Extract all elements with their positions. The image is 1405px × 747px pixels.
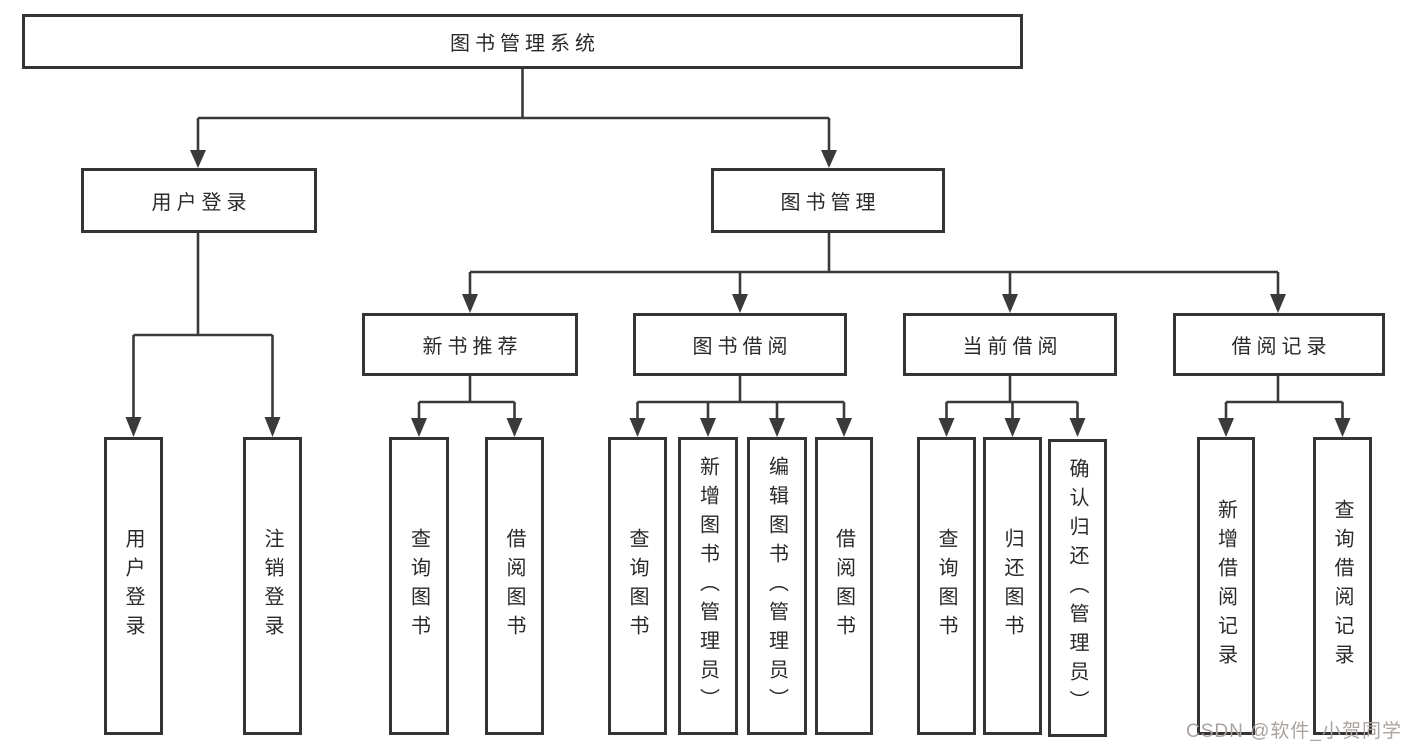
node-leaf-current-return-label: 归还图书 [1001, 528, 1023, 644]
node-leaf-borrow-borrow: 借阅图书 [815, 437, 873, 735]
node-leaf-newbook-borrow-label: 借阅图书 [503, 528, 525, 644]
node-leaf-newbook-borrow: 借阅图书 [485, 437, 544, 735]
node-leaf-record-add-label: 新增借阅记录 [1214, 499, 1237, 673]
node-leaf-current-query-label: 查询图书 [935, 528, 957, 644]
node-book-borrow: 图书借阅 [633, 313, 847, 376]
node-leaf-current-confirm: 确认归还（管理员） [1048, 439, 1107, 737]
node-leaf-newbook-query-label: 查询图书 [407, 528, 430, 644]
node-leaf-record-add: 新增借阅记录 [1197, 437, 1255, 735]
node-leaf-user-login-label: 用户登录 [122, 528, 144, 644]
node-leaf-borrow-add-label: 新增图书（管理员） [696, 455, 719, 717]
node-leaf-current-confirm-label: 确认归还（管理员） [1066, 457, 1088, 719]
node-current-borrow-label: 当前借阅 [962, 336, 1063, 358]
node-leaf-borrow-add: 新增图书（管理员） [678, 437, 738, 735]
node-borrow-record-label: 借阅记录 [1231, 336, 1332, 358]
node-root-label: 图书管理系统 [450, 33, 600, 55]
node-book-management-label: 图书管理 [780, 192, 881, 214]
node-leaf-current-return: 归还图书 [983, 437, 1042, 735]
node-leaf-borrow-edit-label: 编辑图书（管理员） [765, 455, 788, 717]
node-new-book-recommend: 新书推荐 [362, 313, 578, 376]
node-book-borrow-label: 图书借阅 [692, 336, 793, 358]
node-leaf-borrow-query: 查询图书 [608, 437, 667, 735]
node-leaf-record-query-label: 查询借阅记录 [1331, 499, 1353, 673]
node-user-login: 用户登录 [81, 168, 317, 233]
watermark: CSDN @软件_小贺同学 [1186, 721, 1402, 742]
node-book-management: 图书管理 [711, 168, 945, 233]
node-leaf-record-query: 查询借阅记录 [1313, 437, 1372, 735]
node-user-login-label: 用户登录 [151, 192, 252, 214]
node-leaf-logout-label: 注销登录 [261, 528, 283, 644]
node-borrow-record: 借阅记录 [1173, 313, 1385, 376]
node-leaf-logout: 注销登录 [243, 437, 302, 735]
node-leaf-newbook-query: 查询图书 [389, 437, 449, 735]
node-new-book-recommend-label: 新书推荐 [422, 336, 523, 358]
node-leaf-current-query: 查询图书 [917, 437, 976, 735]
node-root: 图书管理系统 [22, 14, 1023, 69]
node-leaf-borrow-borrow-label: 借阅图书 [832, 528, 855, 644]
node-current-borrow: 当前借阅 [903, 313, 1117, 376]
node-leaf-borrow-edit: 编辑图书（管理员） [747, 437, 807, 735]
node-leaf-user-login: 用户登录 [104, 437, 163, 735]
node-leaf-borrow-query-label: 查询图书 [626, 528, 648, 644]
